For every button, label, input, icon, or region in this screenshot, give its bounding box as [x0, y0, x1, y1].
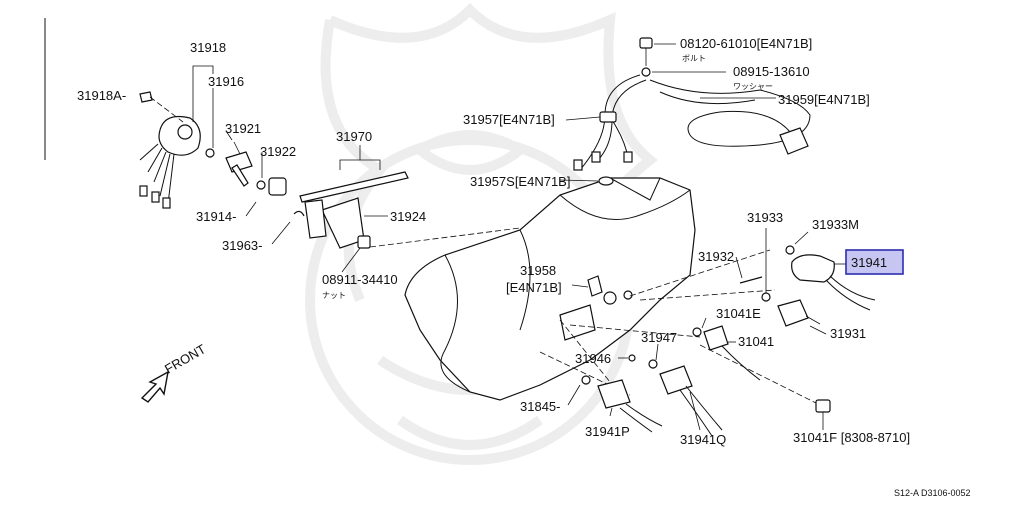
label-31946[interactable]: 31946: [575, 351, 611, 366]
label-31932[interactable]: 31932: [698, 249, 734, 264]
part-31963-clip: [293, 210, 305, 217]
part-31941-sensor: [791, 254, 876, 311]
label-08915[interactable]: 08915-13610: [733, 64, 810, 79]
leader-lines: [225, 43, 846, 431]
part-31958-fitting: [587, 275, 603, 297]
part-31932-pin: [739, 276, 763, 284]
part-08120-bolt: [639, 37, 653, 66]
part-31970-shift-rod: [299, 145, 409, 203]
label-31918A[interactable]: 31918A-: [77, 88, 126, 103]
bracket-31918: [192, 65, 214, 122]
part-31922-bushing: [268, 177, 287, 196]
label-31947[interactable]: 31947: [641, 330, 677, 345]
label-31959[interactable]: 31959[E4N71B]: [778, 92, 870, 107]
label-31041[interactable]: 31041: [738, 334, 774, 349]
label-31845[interactable]: 31845-: [520, 399, 560, 414]
label-31914[interactable]: 31914-: [196, 209, 236, 224]
part-31931-sensor: [777, 299, 821, 327]
label-31941Q[interactable]: 31941Q: [680, 432, 726, 447]
part-31914-ring: [256, 180, 266, 190]
label-31922[interactable]: 31922: [260, 144, 296, 159]
label-31963[interactable]: 31963-: [222, 238, 262, 253]
label-31924[interactable]: 31924: [390, 209, 426, 224]
part-31918-sensor: [139, 115, 201, 209]
part-31921-gear: [225, 141, 253, 187]
part-31959-harness: [649, 79, 811, 155]
part-31941Q-sensor: [659, 365, 723, 437]
label-08911-note: ナット: [322, 291, 346, 300]
part-31041-switch: [703, 325, 761, 381]
label-31921[interactable]: 31921: [225, 121, 261, 136]
diagram-code: S12-A D3106-0052: [894, 488, 971, 498]
front-label: FRONT: [162, 341, 208, 376]
part-31916-oring: [205, 148, 215, 158]
part-31957S-grommet: [598, 176, 614, 186]
label-31941[interactable]: 31941: [851, 255, 887, 270]
label-31958[interactable]: 31958: [520, 263, 556, 278]
transmission-housing: [404, 177, 696, 401]
part-31941P-sensor: [597, 379, 663, 433]
part-31933M-oring: [785, 245, 795, 255]
label-31918[interactable]: 31918: [190, 40, 226, 55]
label-31957[interactable]: 31957[E4N71B]: [463, 112, 555, 127]
label-31970[interactable]: 31970: [336, 129, 372, 144]
label-31933M[interactable]: 31933M: [812, 217, 859, 232]
part-31918A-bolt: [139, 91, 184, 123]
label-08120-note: ボルト: [682, 54, 706, 63]
label-31931[interactable]: 31931: [830, 326, 866, 341]
part-31946-oring: [628, 354, 636, 362]
label-08915-note: ワッシャー: [733, 82, 773, 91]
label-08120[interactable]: 08120-61010[E4N71B]: [680, 36, 812, 51]
part-31845-oring: [581, 375, 591, 385]
part-31947-oring: [648, 359, 658, 369]
label-31916[interactable]: 31916: [208, 74, 244, 89]
part-31041E-oring: [692, 327, 702, 337]
label-08911[interactable]: 08911-34410: [322, 272, 398, 287]
highlight-31941-box[interactable]: [845, 249, 904, 275]
label-31041E[interactable]: 31041E: [716, 306, 761, 321]
part-31924-bracket: [304, 197, 371, 249]
part-08915-washer: [641, 67, 651, 77]
label-31041F[interactable]: 31041F [8308-8710]: [793, 430, 910, 445]
label-31958-variant: [E4N71B]: [506, 280, 562, 295]
arrow-down-left-icon: [140, 370, 169, 403]
label-31933[interactable]: 31933: [747, 210, 783, 225]
label-31957S[interactable]: 31957S[E4N71B]: [470, 174, 570, 189]
label-31941P[interactable]: 31941P: [585, 424, 630, 439]
part-31041F-bolt: [815, 399, 831, 425]
part-31933-oring: [761, 292, 771, 302]
